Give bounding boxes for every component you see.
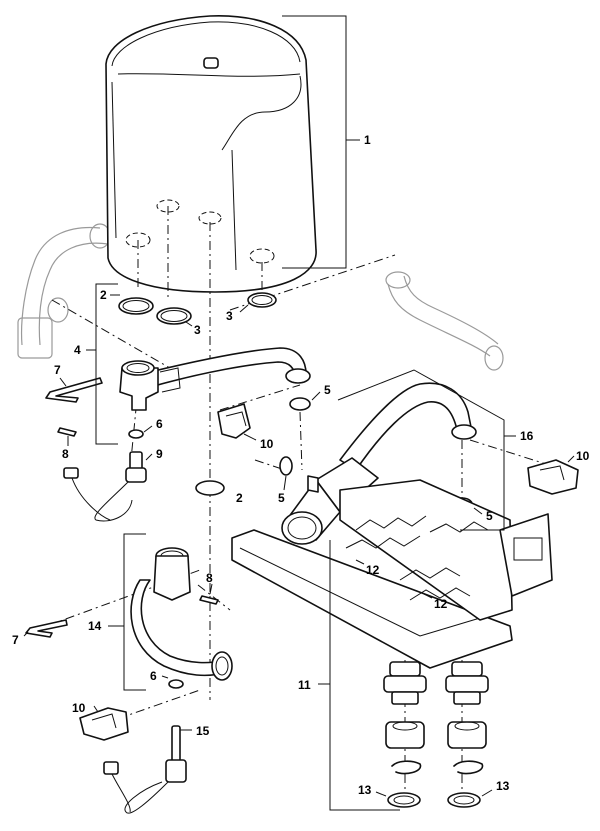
leader-lines	[23, 15, 575, 811]
part-14-lower-pipe	[130, 547, 233, 681]
callout-6: 6	[150, 669, 157, 683]
part-11-base-plate	[231, 479, 553, 669]
callout-12: 12	[434, 597, 448, 611]
callout-9: 9	[156, 447, 163, 461]
callout-10: 10	[576, 449, 590, 463]
nut-right	[447, 721, 487, 749]
part-8-clip-upper	[57, 427, 77, 437]
callout-13: 13	[358, 783, 372, 797]
part-6-oring-lower	[168, 679, 184, 689]
part-8-clip-lower	[199, 595, 219, 605]
part-5-oring-top	[289, 397, 311, 411]
part-5-oring-mid	[279, 456, 293, 476]
callout-12: 12	[366, 563, 380, 577]
part-13-washer-right	[447, 792, 481, 808]
callout-13: 13	[496, 779, 510, 793]
callout-11: 11	[298, 678, 311, 692]
fitting-right	[445, 661, 489, 705]
part-4-upper-pipe	[119, 347, 311, 411]
part-13-washer-left	[387, 792, 421, 808]
callout-7: 7	[54, 363, 61, 377]
snap-ring-right	[453, 760, 484, 775]
callout-labels: 1 2 2 3 3 4 5 5 5 6 6 7 7 8 8 9 10 10 10…	[12, 133, 590, 797]
part-10-clip-right	[527, 459, 579, 495]
callout-16: 16	[520, 429, 534, 443]
part-3-oring-right	[247, 292, 277, 308]
part-9-sensor	[63, 451, 147, 522]
callout-14: 14	[88, 619, 102, 633]
part-15-sensor	[103, 725, 187, 814]
callout-15: 15	[196, 724, 210, 738]
part-7-clip-upper	[45, 377, 103, 403]
callout-3: 3	[194, 323, 201, 337]
callout-10: 10	[260, 437, 274, 451]
callout-5: 5	[278, 491, 285, 505]
part-3-oring-left	[156, 307, 192, 325]
part-1-casing	[105, 15, 317, 293]
snap-ring-left	[391, 760, 422, 775]
callout-1: 1	[364, 133, 371, 147]
callout-6: 6	[156, 417, 163, 431]
callout-2: 2	[100, 288, 107, 302]
callout-5: 5	[486, 509, 493, 523]
ghost-pipe-left	[17, 223, 111, 359]
part-2-oring-lower	[195, 480, 225, 496]
part-7-clip-lower	[25, 619, 68, 638]
callout-10: 10	[72, 701, 86, 715]
callout-5: 5	[324, 383, 331, 397]
part-10-clip-top	[217, 403, 251, 439]
part-16-filter-pipe	[281, 382, 477, 545]
part-6-oring-upper	[128, 429, 144, 439]
callout-7: 7	[12, 633, 19, 647]
callout-8: 8	[206, 571, 213, 585]
part-10-clip-bottom	[79, 707, 129, 741]
part-2-oring-upper	[118, 297, 154, 315]
nut-left	[385, 721, 425, 749]
fitting-left	[383, 661, 427, 705]
callout-8: 8	[62, 447, 69, 461]
ghost-pipe-right	[385, 271, 504, 371]
callout-3: 3	[226, 309, 233, 323]
callout-4: 4	[74, 343, 81, 357]
callout-2: 2	[236, 491, 243, 505]
